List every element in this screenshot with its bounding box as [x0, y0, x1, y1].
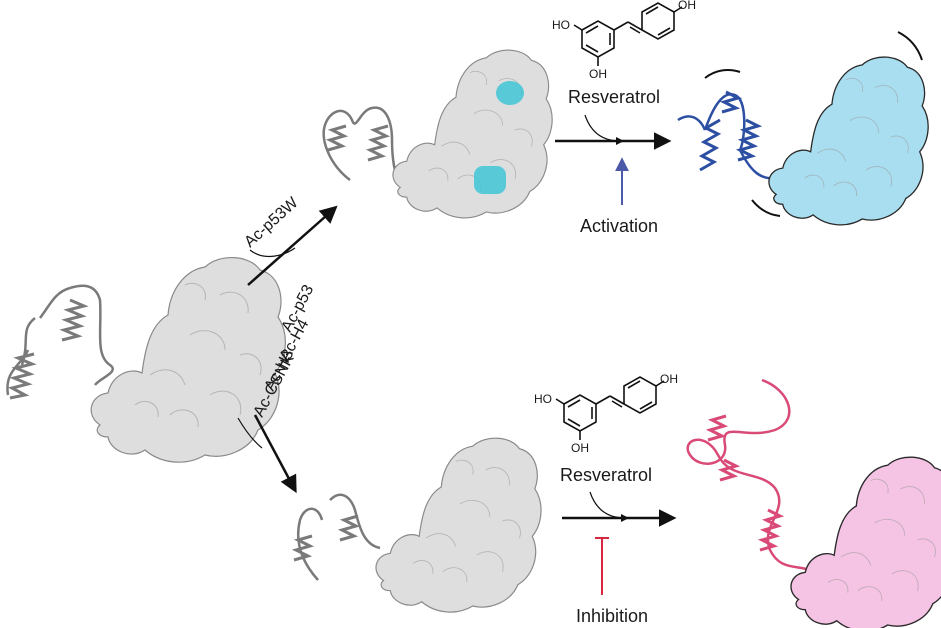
top-mid-protein	[322, 49, 553, 219]
top-oh-right: OH	[678, 0, 696, 12]
binding-site-1	[496, 81, 524, 105]
bottom-reaction-arrow	[562, 491, 677, 527]
bottom-oh-bottom: OH	[571, 441, 589, 455]
top-compound-label: Resveratrol	[568, 87, 660, 107]
binding-site-2	[474, 166, 506, 194]
bottom-oh-right: OH	[660, 372, 678, 386]
start-protein-linker	[69, 284, 114, 386]
bottom-mid-protein	[291, 437, 542, 613]
start-protein-body	[90, 256, 286, 463]
top-resveratrol-structure	[573, 2, 683, 66]
top-oh-left: HO	[552, 18, 570, 32]
start-protein-helix-2	[59, 298, 89, 342]
inhibition-label: Inhibition	[576, 606, 648, 626]
top-branch-arrow	[247, 205, 338, 286]
inhibition-bar	[595, 537, 609, 595]
start-protein	[6, 256, 286, 463]
bottom-branch-arrow	[237, 414, 297, 494]
top-substrate-label: Ac-p53W	[241, 194, 302, 251]
inhibited-protein	[686, 378, 941, 628]
bottom-oh-left: HO	[534, 392, 552, 406]
top-oh-bottom: OH	[589, 67, 607, 81]
top-reaction-arrow	[555, 114, 672, 150]
bottom-compound-label: Resveratrol	[560, 465, 652, 485]
bottom-resveratrol-structure	[555, 376, 665, 440]
activated-protein	[677, 31, 929, 226]
activation-label: Activation	[580, 216, 658, 236]
start-protein-helix-1	[7, 352, 37, 400]
